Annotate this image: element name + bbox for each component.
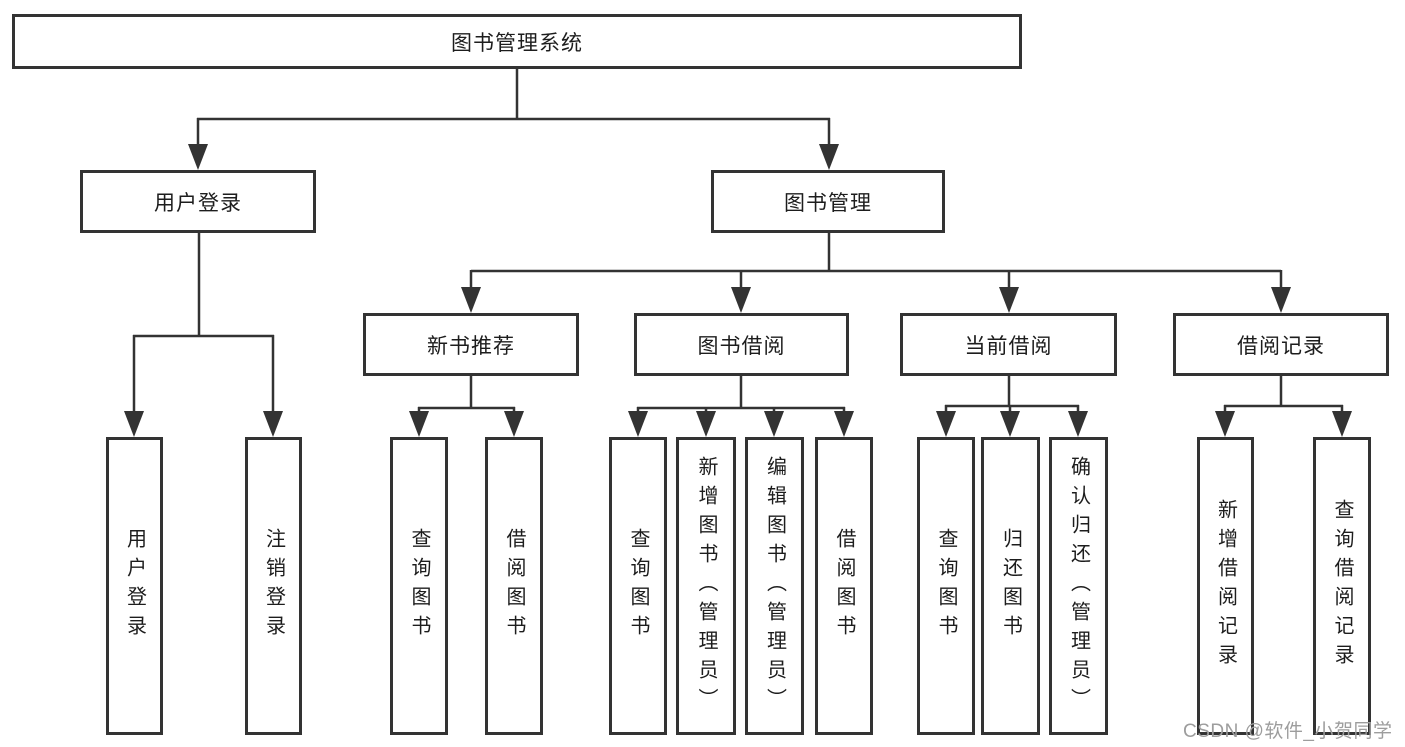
leaf-edit-books-admin: 编辑图书（管理员） bbox=[745, 437, 804, 735]
leaf-label: 借阅图书 bbox=[833, 528, 855, 644]
leaf-logout: 注销登录 bbox=[245, 437, 302, 735]
leaf-query-books-3: 查询图书 bbox=[917, 437, 975, 735]
leaf-query-borrow-record: 查询借阅记录 bbox=[1313, 437, 1371, 735]
leaf-label: 新增图书（管理员） bbox=[695, 455, 717, 717]
leaf-label: 用户登录 bbox=[123, 528, 146, 644]
leaf-confirm-return-admin: 确认归还（管理员） bbox=[1049, 437, 1108, 735]
leaf-borrow-books-2: 借阅图书 bbox=[815, 437, 873, 735]
leaf-label: 新增借阅记录 bbox=[1214, 499, 1237, 673]
leaf-add-books-admin: 新增图书（管理员） bbox=[676, 437, 736, 735]
leaf-label: 查询图书 bbox=[935, 528, 957, 644]
leaf-label: 查询图书 bbox=[408, 528, 430, 644]
leaf-label: 查询图书 bbox=[627, 528, 649, 644]
leaf-label: 查询借阅记录 bbox=[1331, 499, 1353, 673]
leaf-label: 编辑图书（管理员） bbox=[763, 455, 786, 717]
node-borrowing-records: 借阅记录 bbox=[1173, 313, 1389, 376]
node-root-system: 图书管理系统 bbox=[12, 14, 1022, 69]
node-book-management-branch: 图书管理 bbox=[711, 170, 945, 233]
leaf-label: 注销登录 bbox=[262, 528, 285, 644]
leaf-user-login: 用户登录 bbox=[106, 437, 163, 735]
leaf-label: 确认归还（管理员） bbox=[1067, 455, 1090, 717]
leaf-query-books-1: 查询图书 bbox=[390, 437, 448, 735]
leaf-add-borrow-record: 新增借阅记录 bbox=[1197, 437, 1254, 735]
leaf-query-books-2: 查询图书 bbox=[609, 437, 667, 735]
leaf-return-books: 归还图书 bbox=[981, 437, 1040, 735]
arrowhead-icons bbox=[124, 144, 1352, 437]
node-user-login-branch: 用户登录 bbox=[80, 170, 316, 233]
leaf-label: 借阅图书 bbox=[503, 528, 525, 644]
leaf-borrow-books-1: 借阅图书 bbox=[485, 437, 543, 735]
node-book-borrowing: 图书借阅 bbox=[634, 313, 849, 376]
csdn-watermark: CSDN @软件_小贺同学 bbox=[1183, 721, 1393, 742]
node-new-book-recommend: 新书推荐 bbox=[363, 313, 579, 376]
node-current-borrowing: 当前借阅 bbox=[900, 313, 1117, 376]
leaf-label: 归还图书 bbox=[999, 528, 1022, 644]
